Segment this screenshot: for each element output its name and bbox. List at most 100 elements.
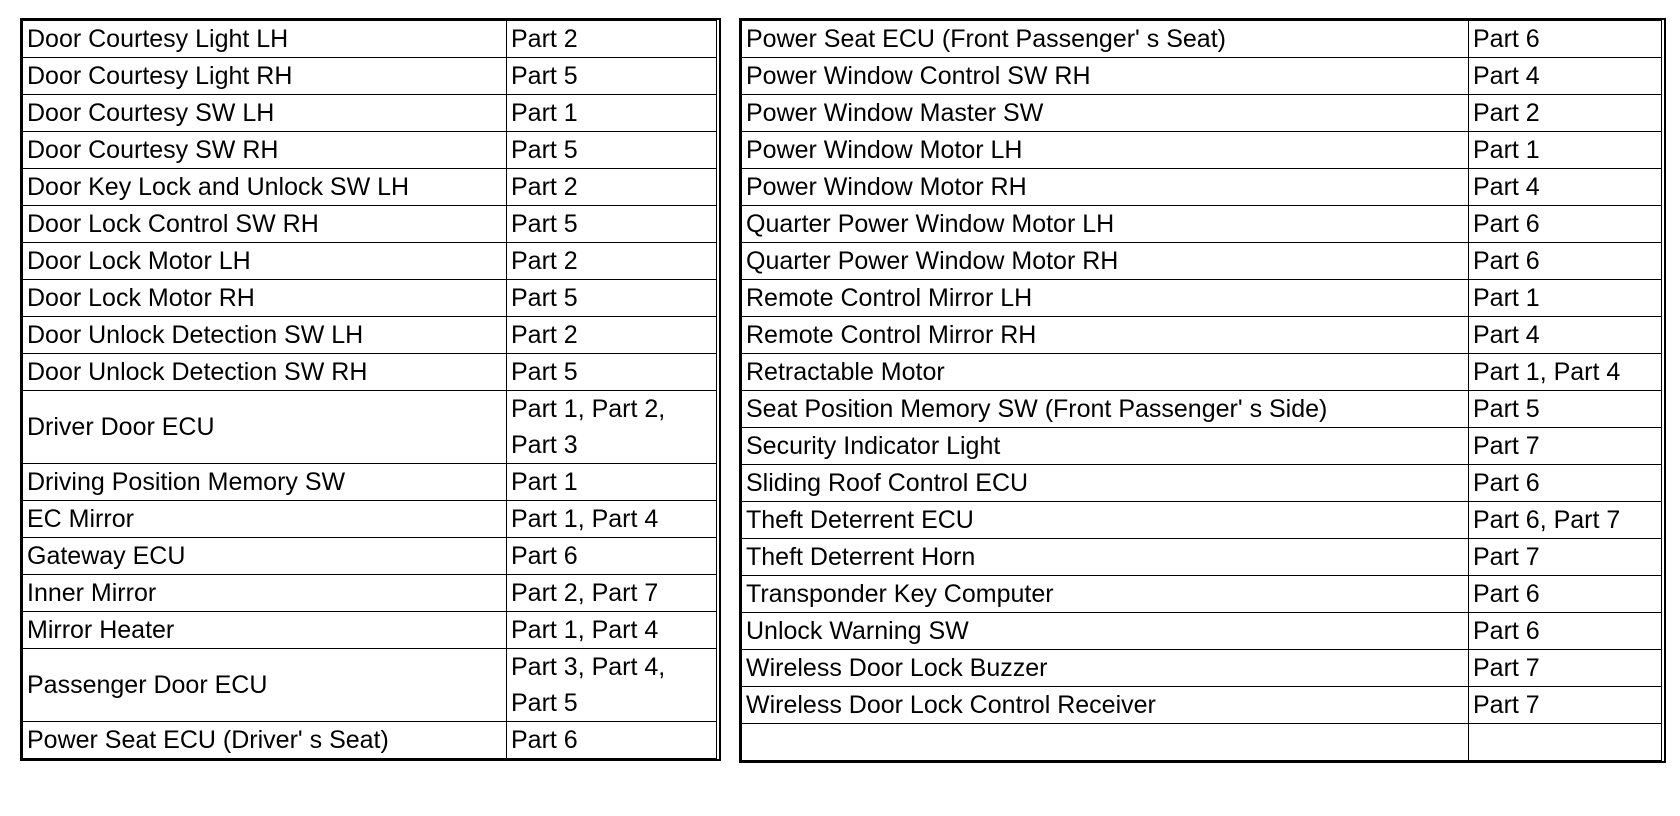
component-cell: Gateway ECU (22, 537, 507, 575)
component-cell: Door Courtesy Light LH (22, 20, 507, 58)
table-row: Security Indicator Light Part 7 (741, 427, 1662, 465)
table-row: Sliding Roof Control ECU Part 6 (741, 464, 1662, 502)
location-cell: Part 7 (1468, 538, 1662, 576)
right-table-body: Power Seat ECU (Front Passenger' s Seat)… (741, 20, 1662, 761)
table-row: Door Lock Motor LH Part 2 (22, 242, 717, 280)
table-row: Driver Door ECU Part 1, Part 2, Part 3 (22, 390, 717, 464)
table-row: Gateway ECU Part 6 (22, 537, 717, 575)
table-row: Door Unlock Detection SW LH Part 2 (22, 316, 717, 354)
component-cell: Security Indicator Light (741, 427, 1469, 465)
component-cell: Door Lock Control SW RH (22, 205, 507, 243)
table-row: Power Window Control SW RH Part 4 (741, 57, 1662, 95)
table-row: Inner Mirror Part 2, Part 7 (22, 574, 717, 612)
location-cell: Part 7 (1468, 427, 1662, 465)
table-row: Power Window Motor RH Part 4 (741, 168, 1662, 206)
left-parts-table: Door Courtesy Light LH Part 2 Door Court… (20, 18, 721, 761)
table-row: Remote Control Mirror RH Part 4 (741, 316, 1662, 354)
location-cell: Part 1 (506, 94, 717, 132)
table-row: Door Lock Motor RH Part 5 (22, 279, 717, 317)
component-cell: Door Courtesy SW RH (22, 131, 507, 169)
location-cell: Part 5 (506, 279, 717, 317)
location-cell: Part 4 (1468, 57, 1662, 95)
component-cell: Power Window Control SW RH (741, 57, 1469, 95)
location-cell: Part 7 (1468, 649, 1662, 687)
component-cell: Seat Position Memory SW (Front Passenger… (741, 390, 1469, 428)
location-cell: Part 6 (506, 537, 717, 575)
component-cell: Wireless Door Lock Buzzer (741, 649, 1469, 687)
component-cell: Door Key Lock and Unlock SW LH (22, 168, 507, 206)
location-cell: Part 2 (506, 242, 717, 280)
component-cell: Remote Control Mirror RH (741, 316, 1469, 354)
location-cell: Part 2 (506, 316, 717, 354)
component-cell: Sliding Roof Control ECU (741, 464, 1469, 502)
empty-component-cell (741, 723, 1469, 761)
table-row: Door Courtesy Light LH Part 2 (22, 20, 717, 58)
table-row: Door Courtesy SW LH Part 1 (22, 94, 717, 132)
table-row: Theft Deterrent ECU Part 6, Part 7 (741, 501, 1662, 539)
location-cell: Part 5 (506, 205, 717, 243)
location-cell: Part 6 (1468, 612, 1662, 650)
component-cell: Door Lock Motor LH (22, 242, 507, 280)
location-cell: Part 6 (1468, 205, 1662, 243)
component-cell: Power Window Motor RH (741, 168, 1469, 206)
location-cell: Part 1, Part 4 (506, 500, 717, 538)
component-cell: Driver Door ECU (22, 390, 507, 464)
location-cell: Part 6, Part 7 (1468, 501, 1662, 539)
table-row: Door Lock Control SW RH Part 5 (22, 205, 717, 243)
component-cell: Remote Control Mirror LH (741, 279, 1469, 317)
location-cell: Part 7 (1468, 686, 1662, 724)
table-row: Quarter Power Window Motor RH Part 6 (741, 242, 1662, 280)
location-cell: Part 1 (1468, 279, 1662, 317)
location-cell: Part 4 (1468, 168, 1662, 206)
component-cell: Door Unlock Detection SW RH (22, 353, 507, 391)
component-cell: Quarter Power Window Motor LH (741, 205, 1469, 243)
component-cell: Passenger Door ECU (22, 648, 507, 722)
component-cell: Power Window Master SW (741, 94, 1469, 132)
location-cell: Part 6 (1468, 575, 1662, 613)
component-cell: Mirror Heater (22, 611, 507, 649)
component-cell: Quarter Power Window Motor RH (741, 242, 1469, 280)
table-row: Wireless Door Lock Buzzer Part 7 (741, 649, 1662, 687)
table-row: Quarter Power Window Motor LH Part 6 (741, 205, 1662, 243)
component-cell: Door Unlock Detection SW LH (22, 316, 507, 354)
table-row: Power Seat ECU (Front Passenger' s Seat)… (741, 20, 1662, 58)
location-cell: Part 1 (1468, 131, 1662, 169)
location-cell: Part 5 (506, 353, 717, 391)
table-row: Transponder Key Computer Part 6 (741, 575, 1662, 613)
component-cell: Power Seat ECU (Driver' s Seat) (22, 721, 507, 759)
component-cell: Unlock Warning SW (741, 612, 1469, 650)
table-row: Door Courtesy SW RH Part 5 (22, 131, 717, 169)
component-cell: Driving Position Memory SW (22, 463, 507, 501)
location-cell: Part 3, Part 4, Part 5 (506, 648, 717, 722)
location-cell: Part 4 (1468, 316, 1662, 354)
table-row: Door Key Lock and Unlock SW LH Part 2 (22, 168, 717, 206)
location-cell: Part 2 (506, 168, 717, 206)
component-cell: Transponder Key Computer (741, 575, 1469, 613)
location-cell: Part 1, Part 4 (506, 611, 717, 649)
location-cell: Part 2 (1468, 94, 1662, 132)
table-row: Seat Position Memory SW (Front Passenger… (741, 390, 1662, 428)
component-cell: Retractable Motor (741, 353, 1469, 391)
component-cell: Door Lock Motor RH (22, 279, 507, 317)
table-row (741, 723, 1662, 761)
location-cell: Part 6 (506, 721, 717, 759)
location-cell: Part 2, Part 7 (506, 574, 717, 612)
component-cell: Power Seat ECU (Front Passenger' s Seat) (741, 20, 1469, 58)
component-cell: Inner Mirror (22, 574, 507, 612)
location-cell: Part 1 (506, 463, 717, 501)
location-cell: Part 5 (506, 57, 717, 95)
table-row: Theft Deterrent Horn Part 7 (741, 538, 1662, 576)
table-row: Power Window Master SW Part 2 (741, 94, 1662, 132)
component-cell: Theft Deterrent Horn (741, 538, 1469, 576)
table-row: Door Unlock Detection SW RH Part 5 (22, 353, 717, 391)
table-row: Passenger Door ECU Part 3, Part 4, Part … (22, 648, 717, 722)
table-row: Driving Position Memory SW Part 1 (22, 463, 717, 501)
component-cell: EC Mirror (22, 500, 507, 538)
location-cell: Part 6 (1468, 20, 1662, 58)
table-row: Unlock Warning SW Part 6 (741, 612, 1662, 650)
table-row: Retractable Motor Part 1, Part 4 (741, 353, 1662, 391)
location-cell: Part 1, Part 2, Part 3 (506, 390, 717, 464)
location-cell: Part 5 (506, 131, 717, 169)
component-cell: Theft Deterrent ECU (741, 501, 1469, 539)
location-cell: Part 1, Part 4 (1468, 353, 1662, 391)
